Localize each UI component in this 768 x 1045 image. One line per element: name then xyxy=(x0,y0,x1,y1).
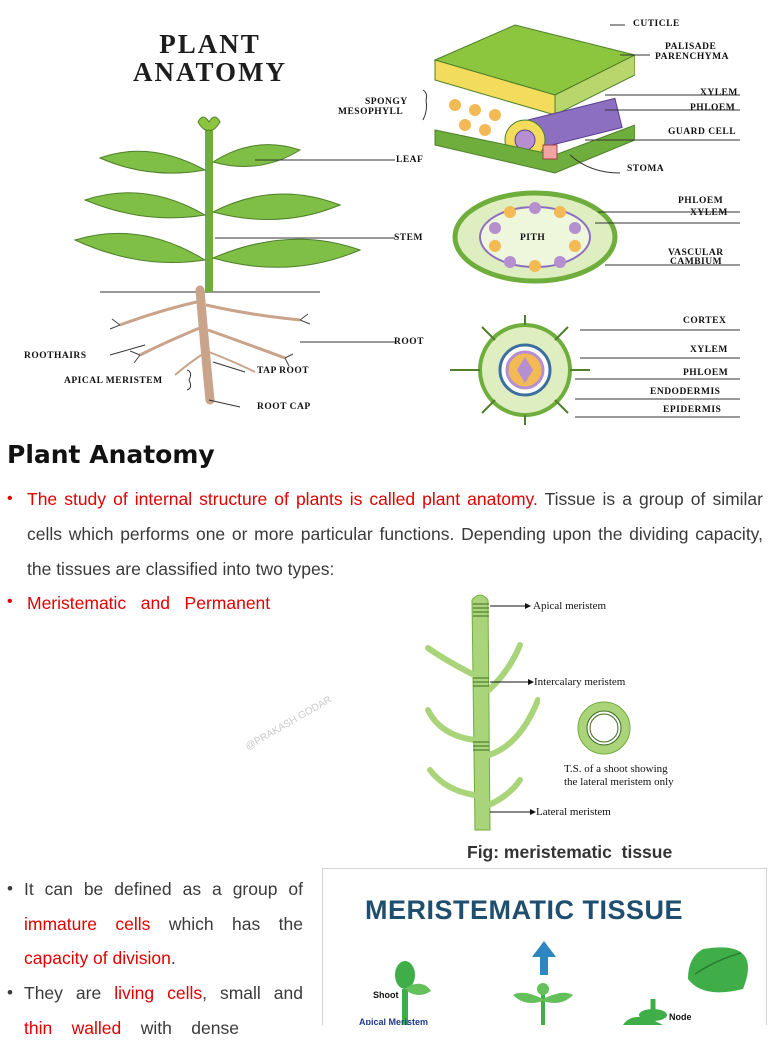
figure-caption: Fig: meristematic tissue xyxy=(467,842,673,862)
bullet-2-marker: • xyxy=(7,593,13,610)
left-b1-red1: immature cells xyxy=(24,913,151,934)
left-b1-red2: capacity of division xyxy=(24,948,171,968)
right-leader-lines xyxy=(422,24,740,418)
label-cambium: CAMBIUM xyxy=(670,257,723,267)
left-bullet-1: • It can be defined as a group of immatu… xyxy=(7,872,303,976)
bullet-1-text: The study of internal structure of plant… xyxy=(27,482,763,587)
left-b1-part3: . xyxy=(170,948,176,968)
stem-cross-section xyxy=(452,190,618,284)
label-tap-root: TAP ROOT xyxy=(257,366,310,376)
left-bullet-1-text: It can be defined as a group of immature… xyxy=(24,872,303,976)
panel-illustration xyxy=(395,941,748,1025)
panel-title: MERISTEMATIC TISSUE xyxy=(365,895,684,925)
label-xylem-leaf: XYLEM xyxy=(700,88,738,98)
section-heading: Plant Anatomy xyxy=(7,440,215,469)
label-leaf: LEAF xyxy=(396,155,424,165)
shoot-ts-circle xyxy=(577,701,631,755)
left-b1-part2: which has the xyxy=(150,913,303,934)
label-apical-meristem-fig: Apical meristem xyxy=(533,600,607,612)
label-apical-meristem: APICAL MERISTEM xyxy=(64,376,163,386)
figure-title-line1: PLANT xyxy=(159,29,261,59)
leaf-cross-section xyxy=(433,24,635,174)
bullet-1: • The study of internal structure of pla… xyxy=(7,482,763,587)
bullet-1-marker: • xyxy=(7,490,13,507)
left-bullet-2-marker: • xyxy=(7,983,13,1002)
label-ts-line1: T.S. of a shoot showing xyxy=(564,763,668,775)
meristematic-tissue-panel: MERISTEMATIC TISSUE Shoot Apical Meriste… xyxy=(322,868,767,1025)
left-b2-red2: thin walled xyxy=(24,1017,122,1038)
figure-title: PLANT ANATOMY xyxy=(95,30,325,86)
panel-label-shoot: Shoot xyxy=(373,990,399,1000)
label-phloem-leaf: PHLOEM xyxy=(690,103,736,113)
label-guard-cell: GUARD CELL xyxy=(668,127,737,137)
plant-illustration xyxy=(73,116,395,408)
label-palisade: PALISADE xyxy=(665,42,717,52)
label-phloem-root: PHLOEM xyxy=(683,368,729,378)
meristem-shoot-illustration xyxy=(425,594,540,831)
label-phloem-stem: PHLOEM xyxy=(678,196,724,206)
left-b2-part3: with dense xyxy=(121,1017,239,1038)
label-cortex: CORTEX xyxy=(683,316,727,326)
label-endodermis: ENDODERMIS xyxy=(650,387,721,397)
label-root: ROOT xyxy=(394,337,424,347)
label-xylem-stem: XYLEM xyxy=(690,208,728,218)
label-epidermis: EPIDERMIS xyxy=(663,405,722,415)
left-bullet-2: • They are living cells, small and thin … xyxy=(7,976,303,1045)
label-lateral-meristem: Lateral meristem xyxy=(536,806,611,818)
bullet-2: • Meristematic and Permanent xyxy=(7,588,270,618)
bullet-1-red-text: The study of internal structure of plant… xyxy=(27,489,538,509)
left-b2-red1: living cells xyxy=(114,983,203,1003)
figure-title-line2: ANATOMY xyxy=(133,57,287,87)
label-roothairs: ROOTHAIRS xyxy=(24,351,87,361)
panel-label-node: Node xyxy=(669,1012,692,1022)
panel-label-apical-meristem: Apical Meristem xyxy=(359,1017,429,1025)
left-bullet-2-text: They are living cells, small and thin wa… xyxy=(24,976,303,1045)
label-root-cap: ROOT CAP xyxy=(257,402,311,412)
watermark-author: @PRAKASH GODAR xyxy=(243,694,334,753)
label-pith: PITH xyxy=(520,233,546,243)
label-vascular: VASCULAR xyxy=(668,248,724,258)
bullet-2-text: Meristematic and Permanent xyxy=(27,593,271,613)
label-spongy: SPONGY xyxy=(365,97,408,107)
bullet-1-rest-text: Tissue is a group of similar cells which… xyxy=(27,489,763,579)
label-xylem-root: XYLEM xyxy=(690,345,728,355)
label-stoma: STOMA xyxy=(627,164,665,174)
label-parenchyma: PARENCHYMA xyxy=(655,52,729,62)
label-cuticle: CUTICLE xyxy=(633,19,680,29)
left-bullet-1-marker: • xyxy=(7,879,13,898)
label-stem: STEM xyxy=(394,233,423,243)
label-intercalary-meristem: Intercalary meristem xyxy=(534,676,626,688)
left-b2-part2: , small and xyxy=(202,983,303,1003)
left-b2-part1: They are xyxy=(24,983,115,1003)
plant-anatomy-figure: PLANT ANATOMY xyxy=(0,0,768,425)
left-b1-part1: It can be defined as a group of xyxy=(24,879,303,899)
label-ts-line2: the lateral meristem only xyxy=(564,776,674,788)
root-cross-section xyxy=(450,315,590,425)
label-mesophyll: MESOPHYLL xyxy=(338,107,404,117)
